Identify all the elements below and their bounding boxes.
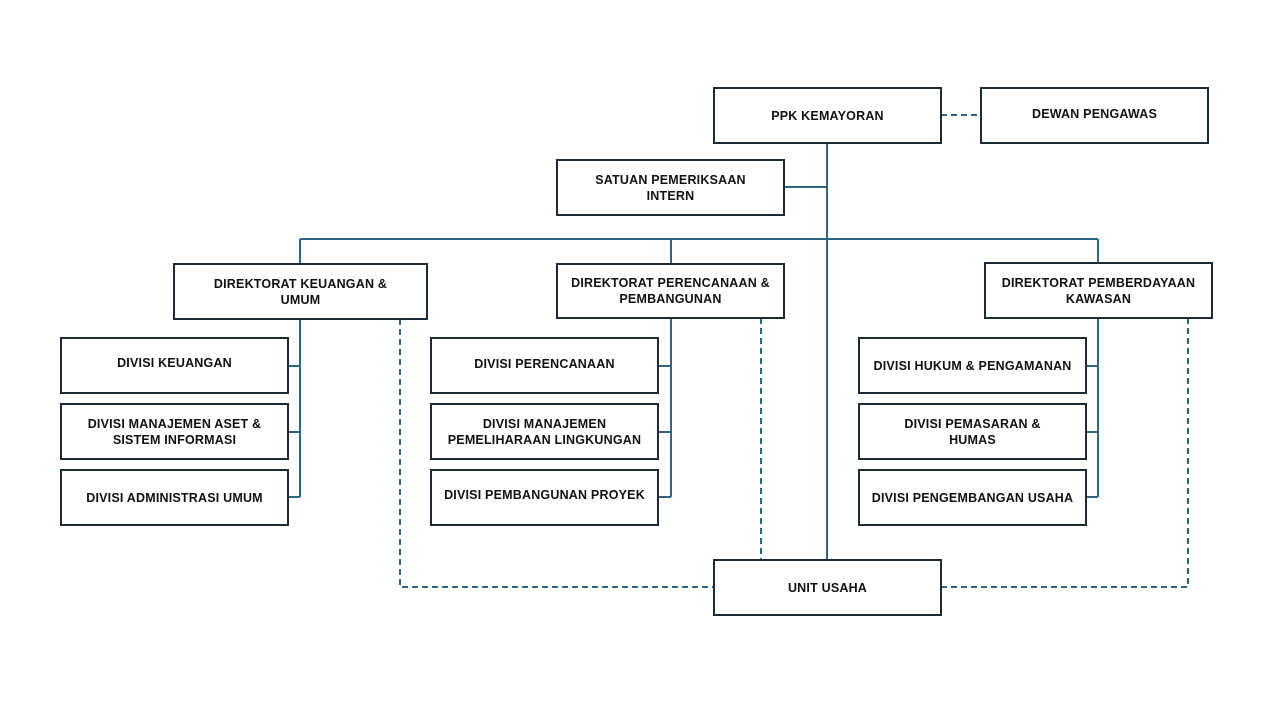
divisi-pengembangan-usaha-box: DIVISI PENGEMBANGAN USAHA xyxy=(858,469,1087,526)
divisi-manajemen-aset-box: DIVISI MANAJEMEN ASET & SISTEM INFORMASI xyxy=(60,403,289,460)
divisi-perencanaan-label: DIVISI PERENCANAAN xyxy=(474,356,615,371)
divisi-pemeliharaan-lingkungan-box: DIVISI MANAJEMEN PEMELIHARAAN LINGKUNGAN xyxy=(430,403,659,460)
divisi-pengembangan-usaha-label: DIVISI PENGEMBANGAN USAHA xyxy=(871,490,1074,505)
divisi-pemasaran-box: DIVISI PEMASARAN & HUMAS xyxy=(858,403,1087,460)
unit-usaha-label: UNIT USAHA xyxy=(787,580,868,595)
ppk-kemayoran-box: PPK KEMAYORAN xyxy=(713,87,942,144)
satuan-pemeriksaan-intern-label: SATUAN PEMERIKSAAN INTERN xyxy=(595,172,746,203)
direktorat-keuangan-label: DIREKTORAT KEUANGAN & UMUM xyxy=(213,276,388,307)
divisi-keuangan-box: DIVISI KEUANGAN xyxy=(60,337,289,394)
divisi-keuangan-label: DIVISI KEUANGAN xyxy=(117,355,232,370)
divisi-hukum-label: DIVISI HUKUM & PENGAMANAN xyxy=(873,358,1072,373)
direktorat-keuangan-box: DIREKTORAT KEUANGAN & UMUM xyxy=(173,263,428,320)
divisi-administrasi-umum-box: DIVISI ADMINISTRASI UMUM xyxy=(60,469,289,526)
divisi-manajemen-aset-label: DIVISI MANAJEMEN ASET & SISTEM INFORMASI xyxy=(87,416,262,447)
divisi-pemeliharaan-lingkungan-label: DIVISI MANAJEMEN PEMELIHARAAN LINGKUNGAN xyxy=(447,416,642,447)
unit-usaha-box: UNIT USAHA xyxy=(713,559,942,616)
dewan-pengawas-label: DEWAN PENGAWAS xyxy=(1031,106,1158,121)
direktorat-perencanaan-label: DIREKTORAT PERENCANAAN & PEMBANGUNAN xyxy=(571,276,770,306)
pemberdayaan-unit-dashed xyxy=(941,318,1189,588)
divisi-perencanaan-box: DIVISI PERENCANAAN xyxy=(430,337,659,394)
divisi-pembangunan-proyek-box: DIVISI PEMBANGUNAN PROYEK xyxy=(430,469,659,526)
divisi-pembangunan-proyek-label: DIVISI PEMBANGUNAN PROYEK xyxy=(444,487,645,502)
ppk-kemayoran-label: PPK KEMAYORAN xyxy=(771,108,884,123)
divisi-administrasi-umum-label: DIVISI ADMINISTRASI UMUM xyxy=(86,490,263,505)
direktorat-pemberdayaan-label: DIREKTORAT PEMBERDAYAAN KAWASAN xyxy=(1001,275,1196,306)
divisi-pemasaran-label: DIVISI PEMASARAN & HUMAS xyxy=(904,416,1041,447)
divisi-hukum-box: DIVISI HUKUM & PENGAMANAN xyxy=(858,337,1087,394)
satuan-pemeriksaan-intern-box: SATUAN PEMERIKSAAN INTERN xyxy=(556,159,785,216)
direktorat-perencanaan-box: DIREKTORAT PERENCANAAN & PEMBANGUNAN xyxy=(556,263,785,319)
direktorat-pemberdayaan-box: DIREKTORAT PEMBERDAYAAN KAWASAN xyxy=(984,262,1213,319)
dewan-pengawas-box: DEWAN PENGAWAS xyxy=(980,87,1209,144)
